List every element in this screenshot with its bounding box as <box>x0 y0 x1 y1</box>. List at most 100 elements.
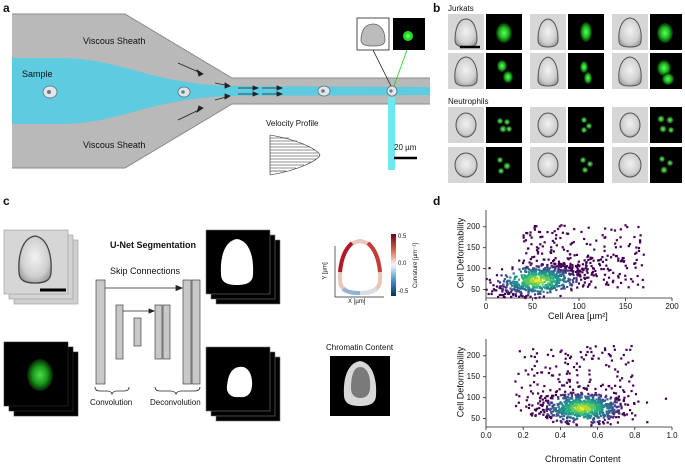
scatter-point <box>583 273 586 277</box>
scatter-point <box>549 284 552 287</box>
scatter-point <box>554 407 558 410</box>
scatter-point <box>527 268 530 271</box>
scatter-point <box>535 272 538 276</box>
scatter-point <box>505 281 508 284</box>
scatter-point <box>555 413 559 417</box>
scatter-point <box>491 290 494 293</box>
scatter-point <box>589 261 592 265</box>
scatter-point <box>583 259 586 262</box>
scatter-point <box>527 247 530 250</box>
scatter-point <box>622 256 625 260</box>
scatter-point <box>525 405 528 408</box>
scatter-point <box>640 264 643 267</box>
scatter-point <box>560 349 563 352</box>
scatter-point <box>579 394 582 397</box>
scatter-point <box>529 269 532 272</box>
scatter-point <box>531 269 534 272</box>
scatter-point <box>596 416 599 419</box>
scatter-point <box>566 362 570 366</box>
scatter-point <box>585 388 589 391</box>
scatter-point <box>549 289 552 292</box>
scatter-point <box>550 412 553 415</box>
scatter-point <box>564 361 567 364</box>
scatter-point <box>533 255 536 258</box>
scatter-point <box>556 412 559 415</box>
scatter-point <box>518 395 521 398</box>
scatter-point <box>559 415 562 419</box>
scatter-point <box>609 268 612 272</box>
scatter-point <box>553 286 556 289</box>
scatter-point <box>497 280 500 283</box>
scatter-point <box>578 401 582 404</box>
scatter-point <box>580 409 583 412</box>
scatter-point <box>634 393 638 396</box>
scatter-point <box>533 289 537 292</box>
scatter-point <box>624 403 627 406</box>
scatter-point <box>574 406 577 409</box>
scatter-point <box>617 276 620 279</box>
scatter-point <box>524 369 527 372</box>
scatter-point <box>563 277 566 280</box>
scatter-point <box>593 406 596 410</box>
scatter-point <box>612 345 615 348</box>
unet-title: U-Net Segmentation <box>110 240 197 250</box>
scatter-point <box>541 403 544 406</box>
scatter-point <box>525 399 528 402</box>
scatter-point <box>519 409 523 412</box>
scatter-point <box>557 274 560 278</box>
scatter-point <box>598 416 601 419</box>
scatter-point <box>550 280 553 283</box>
plot-top-xlabel: Cell Area [µm²] <box>548 311 608 321</box>
scatter-point <box>568 281 571 284</box>
scatter-point <box>579 404 582 407</box>
scatter-point <box>596 408 599 411</box>
scatter-point <box>586 345 589 349</box>
scatter-point <box>568 278 572 281</box>
scatter-point <box>586 350 589 354</box>
scatter-point <box>529 234 532 237</box>
scatter-point <box>566 405 569 408</box>
scatter-point <box>569 400 572 404</box>
scatter-point <box>515 393 518 396</box>
scatter-point <box>645 401 649 404</box>
scatter-point <box>623 396 626 399</box>
scatter-point <box>630 412 634 415</box>
scatter-point <box>568 413 572 416</box>
scatter-point <box>548 275 551 278</box>
scatter-point <box>595 415 598 418</box>
scatter-point <box>607 403 611 406</box>
scatter-point <box>614 392 618 395</box>
scatter-point <box>536 265 540 268</box>
y-tick-label: 150 <box>466 371 480 381</box>
scatter-point <box>574 270 578 274</box>
scatter-point <box>537 281 540 285</box>
scatter-point <box>572 391 575 394</box>
scatter-point <box>602 422 605 425</box>
scatter-point <box>559 394 563 397</box>
scatter-point <box>562 280 566 283</box>
scatter-point <box>549 408 552 412</box>
scatter-point <box>589 257 592 261</box>
scatter-point <box>552 285 555 288</box>
scatter-point <box>537 290 540 294</box>
scatter-point <box>587 396 590 400</box>
scatter-point <box>582 386 585 390</box>
scatter-point <box>537 230 541 233</box>
scatter-point <box>575 395 579 398</box>
scatter-point <box>529 295 532 298</box>
scatter-point <box>534 286 538 289</box>
scatter-point <box>622 260 625 263</box>
scatter-point <box>572 273 575 277</box>
scatter-point <box>601 260 605 263</box>
scatter-point <box>555 281 558 284</box>
scatter-point <box>589 347 592 350</box>
scatter-point <box>544 396 547 400</box>
scatter-point <box>567 266 571 269</box>
scatter-point <box>546 394 549 398</box>
scatter-point <box>571 264 574 267</box>
scatter-point <box>541 263 544 266</box>
scatter-point <box>533 272 536 276</box>
scatter-point <box>568 416 571 419</box>
convolution-label: Convolution <box>90 398 133 407</box>
